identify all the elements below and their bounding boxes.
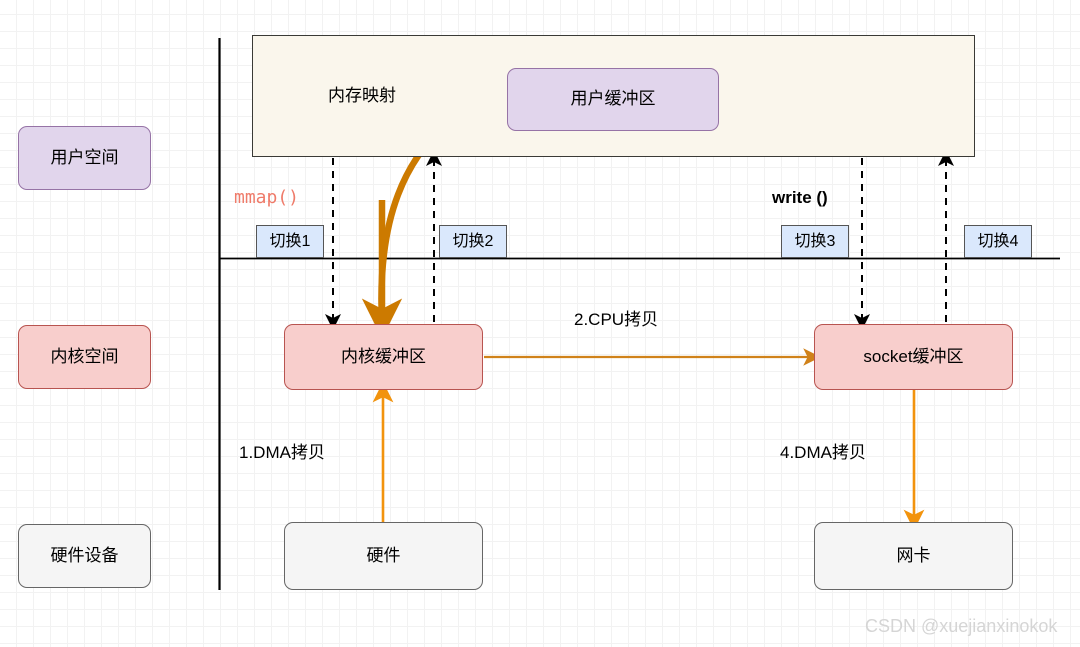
user-buffer-label: 用户缓冲区 xyxy=(570,89,656,109)
write-syscall-label: write () xyxy=(772,188,828,208)
kernel-buffer-label: 内核缓冲区 xyxy=(341,346,426,366)
legend-user-space-label: 用户空间 xyxy=(50,147,119,167)
user-buffer-node[interactable]: 用户缓冲区 xyxy=(507,68,719,131)
kernel-buffer-node[interactable]: 内核缓冲区 xyxy=(284,324,483,390)
nic-label: 网卡 xyxy=(896,545,931,565)
mmap-syscall-label: mmap() xyxy=(234,187,299,208)
context-switch-3[interactable]: 切换3 xyxy=(781,225,849,258)
hardware-label: 硬件 xyxy=(366,545,401,565)
dma-copy-4-label: 4.DMA拷贝 xyxy=(780,438,866,463)
context-switch-2-label: 切换2 xyxy=(452,232,494,250)
cpu-copy-2-label: 2.CPU拷贝 xyxy=(574,305,658,330)
context-switch-1[interactable]: 切换1 xyxy=(256,225,324,258)
socket-buffer-label: socket缓冲区 xyxy=(863,346,964,366)
dma-copy-1-text: 1.DMA拷贝 xyxy=(239,443,325,462)
context-switch-2[interactable]: 切换2 xyxy=(439,225,507,258)
legend-hardware-device-label: 硬件设备 xyxy=(50,545,119,565)
memory-mapping-label: 内存映射 xyxy=(328,85,396,105)
legend-user-space[interactable]: 用户空间 xyxy=(18,126,151,190)
write-syscall-text: write () xyxy=(772,188,828,207)
legend-kernel-space-label: 内核空间 xyxy=(50,346,119,366)
nic-node[interactable]: 网卡 xyxy=(814,522,1013,590)
dma-copy-1-label: 1.DMA拷贝 xyxy=(239,438,325,463)
cpu-copy-2-text: 2.CPU拷贝 xyxy=(574,310,659,329)
context-switch-4[interactable]: 切换4 xyxy=(964,225,1032,258)
watermark: CSDN @xuejianxinokok xyxy=(865,616,1057,637)
legend-kernel-space[interactable]: 内核空间 xyxy=(18,325,151,389)
socket-buffer-node[interactable]: socket缓冲区 xyxy=(814,324,1013,390)
dma-copy-4-text: 4.DMA拷贝 xyxy=(780,443,866,462)
context-switch-1-label: 切换1 xyxy=(269,232,311,250)
legend-hardware-device[interactable]: 硬件设备 xyxy=(18,524,151,588)
mmap-syscall-text: mmap() xyxy=(234,187,300,208)
context-switch-3-label: 切换3 xyxy=(794,232,836,250)
watermark-text: CSDN @xuejianxinokok xyxy=(865,616,1058,636)
context-switch-4-label: 切换4 xyxy=(977,232,1019,250)
hardware-node[interactable]: 硬件 xyxy=(284,522,483,590)
